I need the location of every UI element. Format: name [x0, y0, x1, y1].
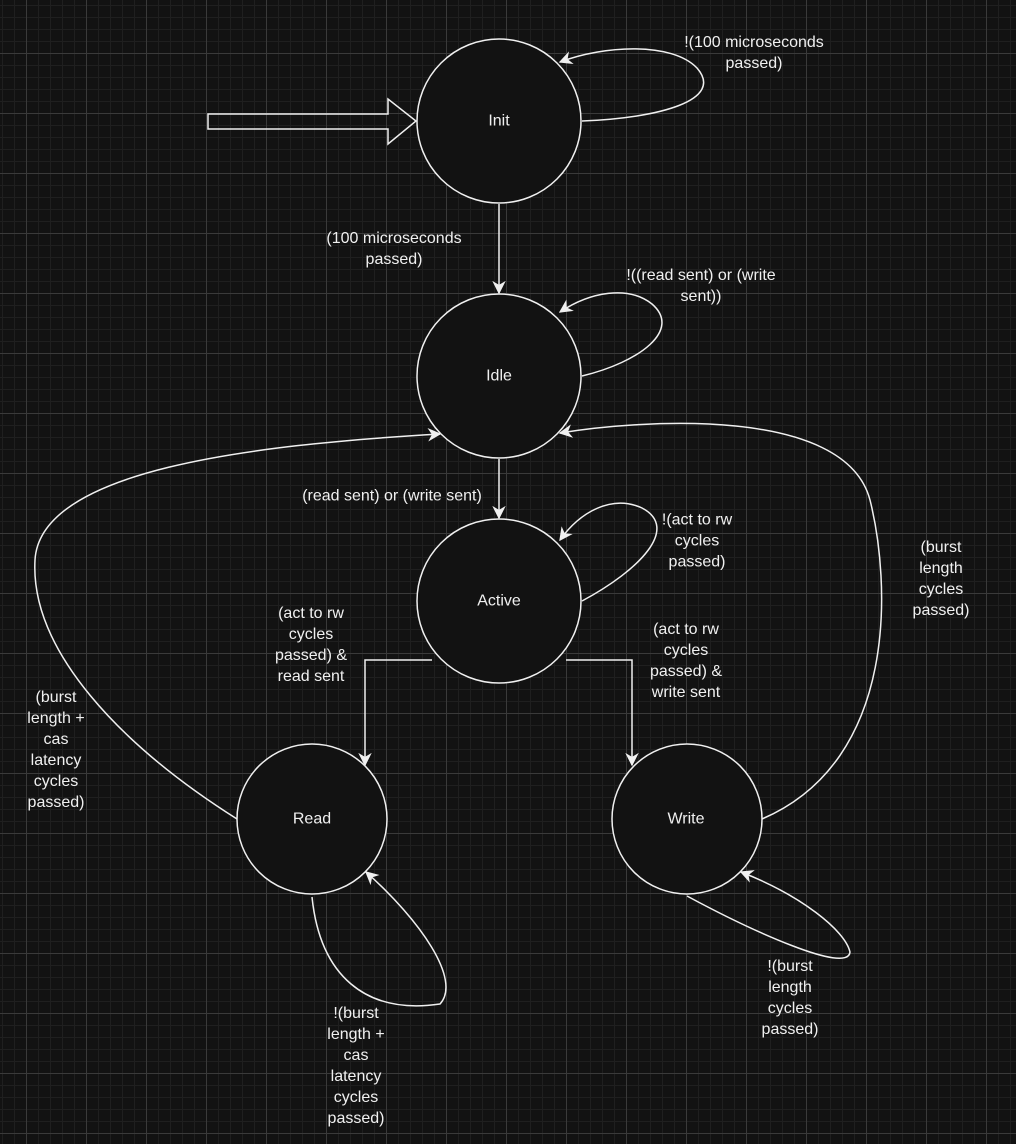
edge-active-read [358, 659, 432, 767]
edge-read-self [311, 871, 447, 1007]
transition-label: (100 microseconds passed) [326, 230, 462, 268]
transition-label: !((read sent) or (write sent)) [626, 267, 776, 305]
edge-idle-self [558, 292, 663, 377]
state-idle-label: Idle [486, 367, 512, 385]
state-read[interactable] [236, 743, 388, 895]
initial-arrow [207, 97, 418, 146]
transition-label: !(100 microseconds passed) [684, 34, 824, 72]
transition-label: !(act to rw cycles passed) [661, 511, 733, 571]
transition-label: (act to rw cycles passed) & read sent [274, 605, 348, 685]
state-read-label: Read [292, 810, 332, 828]
transition-label: (burst length cycles passed) [912, 539, 970, 619]
edge-write-self [686, 870, 851, 960]
state-active-label: Active [477, 592, 521, 610]
edge-read-idle [34, 427, 442, 820]
state-init[interactable] [416, 38, 582, 204]
edge-active-write [566, 659, 639, 767]
state-idle[interactable] [416, 293, 582, 459]
transition-label: (act to rw cycles passed) & write sent [649, 621, 723, 701]
state-active[interactable] [416, 518, 582, 684]
transition-label: (read sent) or (write sent) [302, 487, 482, 505]
state-init-label: Init [488, 112, 510, 130]
transition-label: !(burst length + cas latency cycles pass… [327, 1005, 385, 1127]
edge-active-self [559, 502, 658, 602]
state-write[interactable] [611, 743, 763, 895]
state-write-label: Write [667, 810, 705, 828]
edge-init-self [558, 48, 705, 122]
transition-label: !(burst length cycles passed) [761, 958, 819, 1038]
edge-write-idle [558, 422, 883, 820]
transition-label: (burst length + cas latency cycles passe… [27, 689, 85, 811]
